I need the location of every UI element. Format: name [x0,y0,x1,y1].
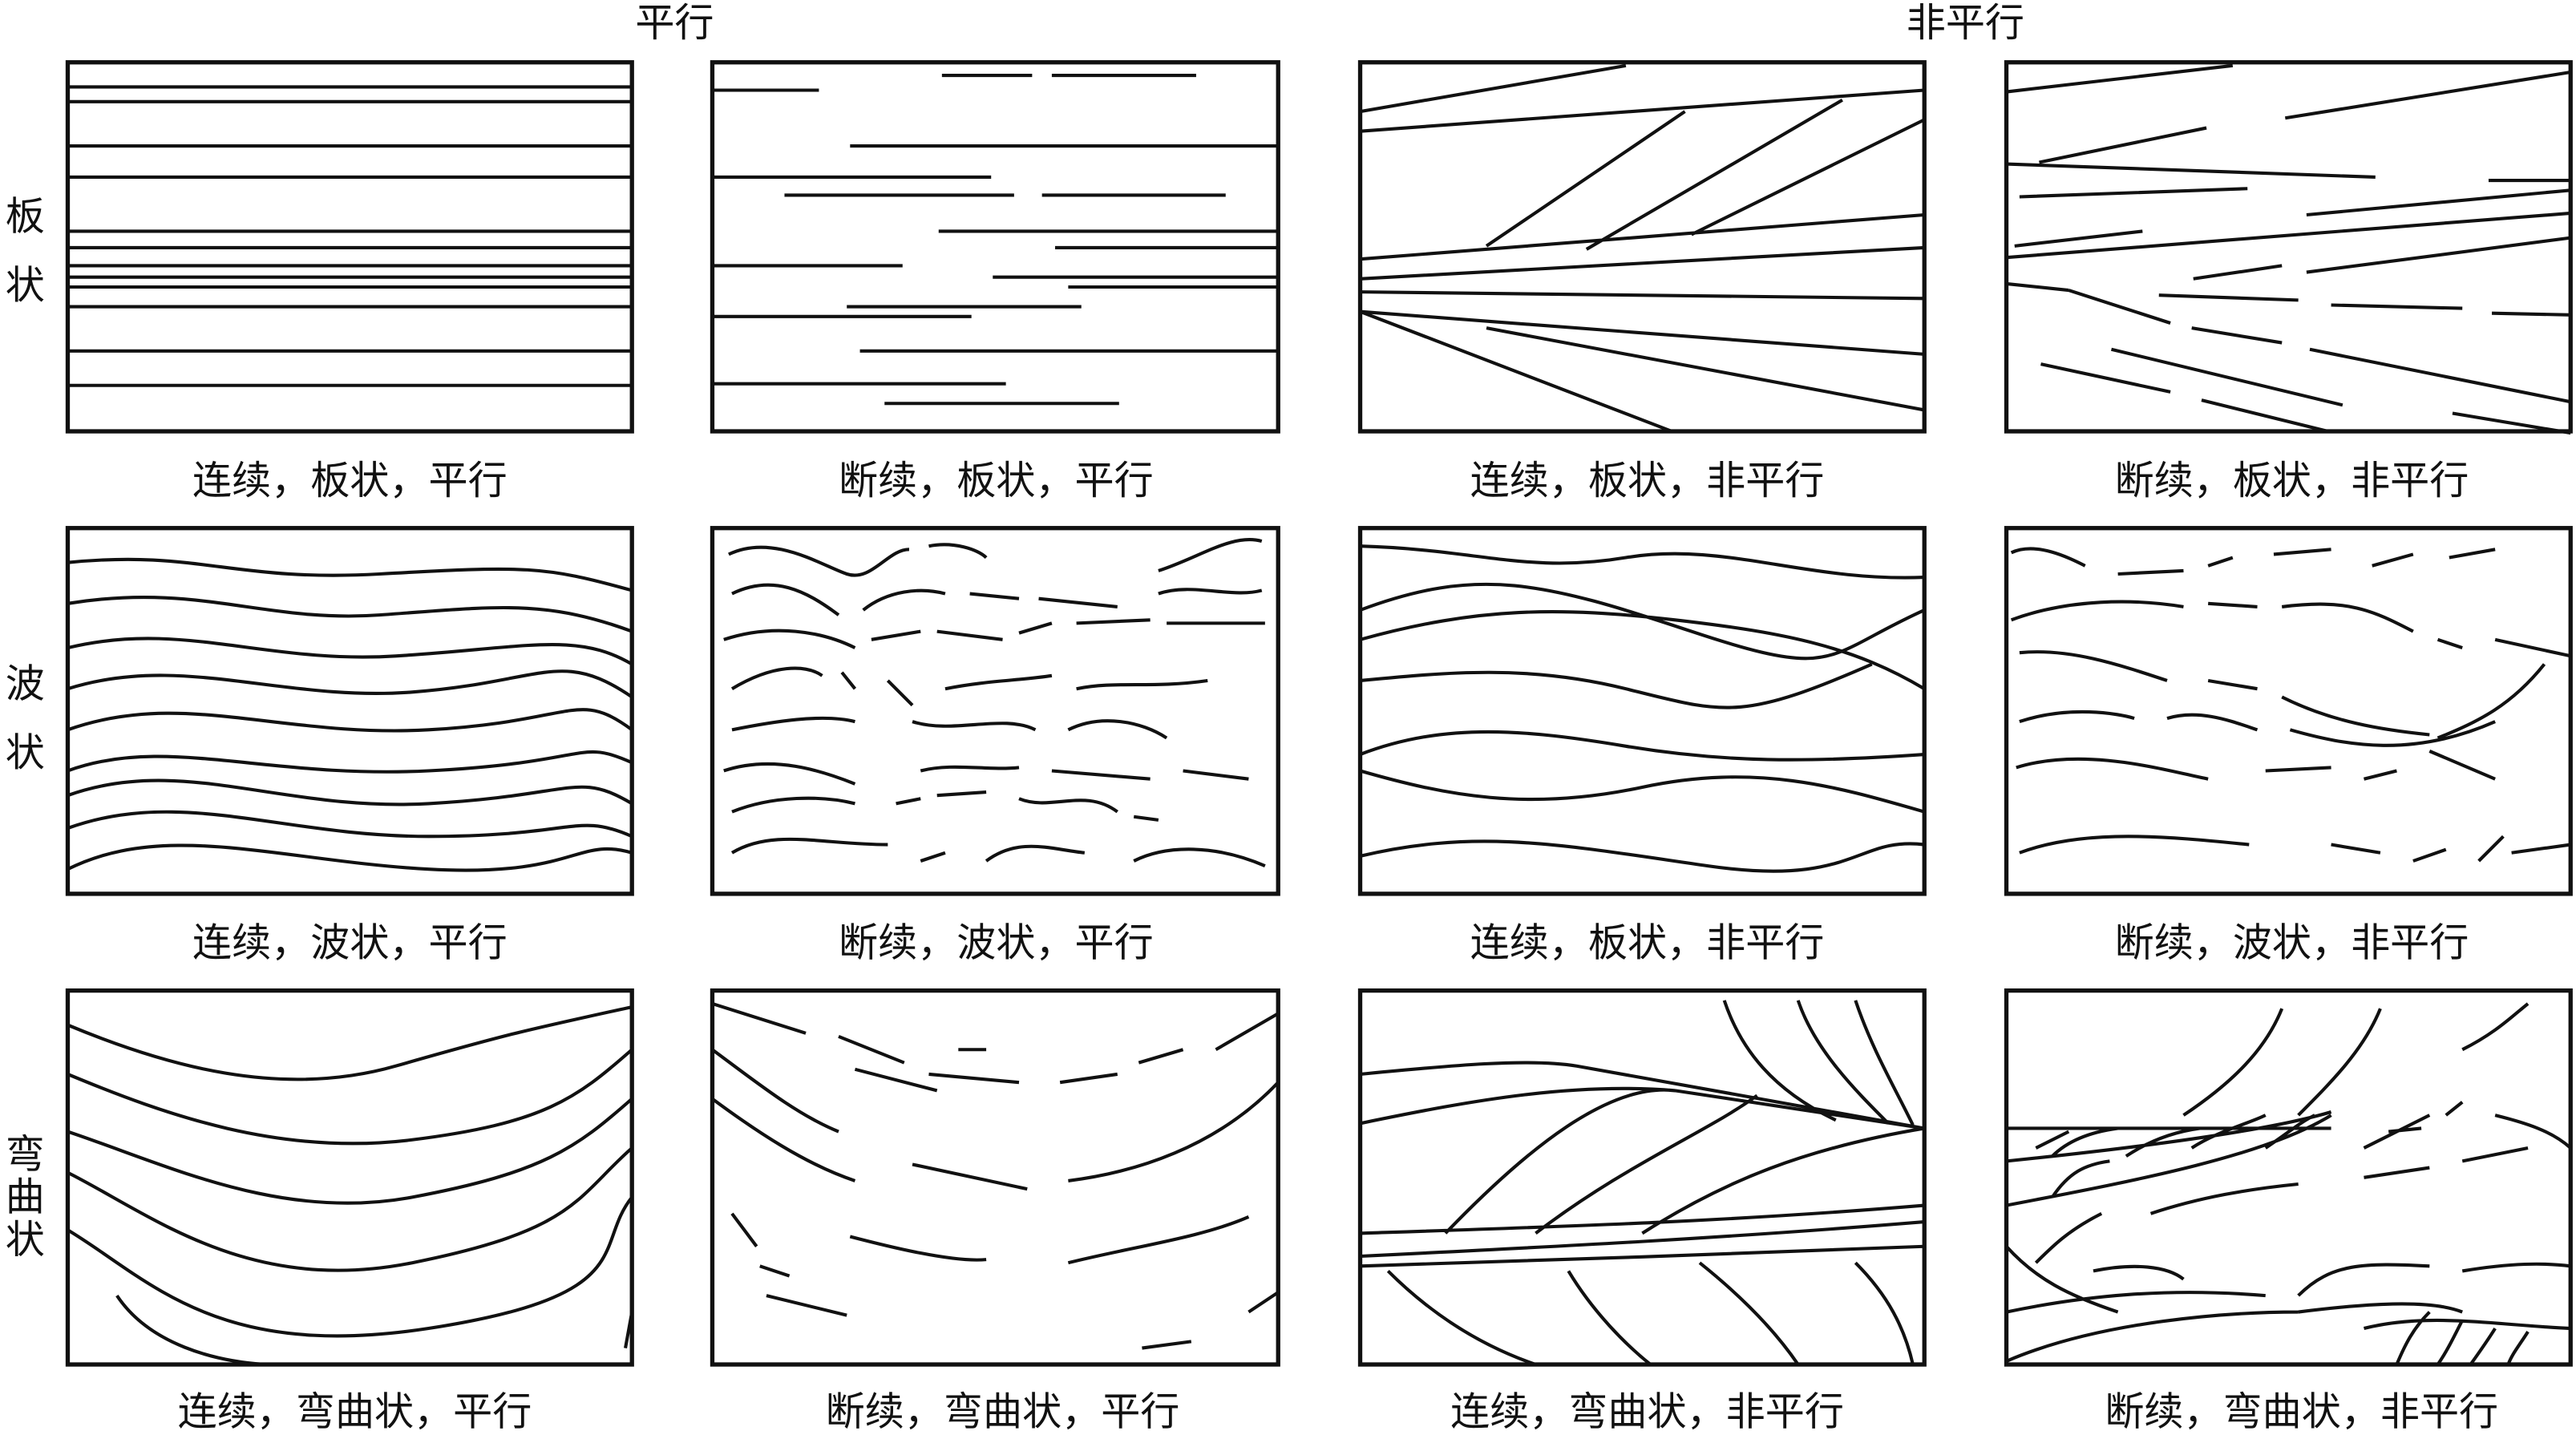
row-label-plate-2: 状 [6,261,45,308]
panel-continuous-curved-parallel [65,988,634,1367]
panel-continuous-wavy-parallel [65,526,634,896]
header-parallel: 平行 [635,0,714,46]
caption-r3c4: 断续，弯曲状，非平行 [2105,1389,2498,1435]
caption-r1c4: 断续，板状，非平行 [2115,457,2469,503]
row-label-curved-3: 状 [6,1216,45,1263]
header-nonparallel: 非平行 [1907,0,2024,46]
panel-discontinuous-curved-nonparallel [2004,988,2573,1367]
caption-r2c4: 断续，波状，非平行 [2115,920,2469,966]
panel-discontinuous-plate-nonparallel [2004,60,2573,435]
panel-discontinuous-curved-parallel [710,988,1280,1367]
caption-r1c3: 连续，板状，非平行 [1470,457,1825,503]
panel-continuous-curved-nonparallel [1357,988,1927,1367]
panel-discontinuous-wavy-parallel [710,526,1280,896]
row-label-plate-1: 板 [6,192,45,239]
panel-continuous-plate-parallel [65,60,634,434]
caption-r1c2: 断续，板状，平行 [839,457,1154,503]
caption-r3c1: 连续，弯曲状，平行 [178,1389,532,1435]
panel-discontinuous-wavy-nonparallel [2004,526,2573,896]
caption-r2c3: 连续，板状，非平行 [1470,920,1825,966]
caption-r3c2: 断续，弯曲状，平行 [826,1389,1180,1435]
row-label-wavy-2: 状 [6,729,45,775]
caption-r2c1: 连续，波状，平行 [192,920,508,966]
caption-r2c2: 断续，波状，平行 [839,920,1154,966]
row-label-curved-1: 弯 [6,1131,45,1178]
row-label-curved-2: 曲 [6,1174,45,1220]
panel-continuous-wavy-nonparallel [1357,526,1927,896]
caption-r1c1: 连续，板状，平行 [192,457,508,503]
panel-discontinuous-plate-parallel [710,60,1280,434]
caption-r3c3: 连续，弯曲状，非平行 [1450,1389,1844,1435]
row-label-wavy-1: 波 [6,660,45,706]
panel-continuous-plate-nonparallel [1357,60,1927,434]
